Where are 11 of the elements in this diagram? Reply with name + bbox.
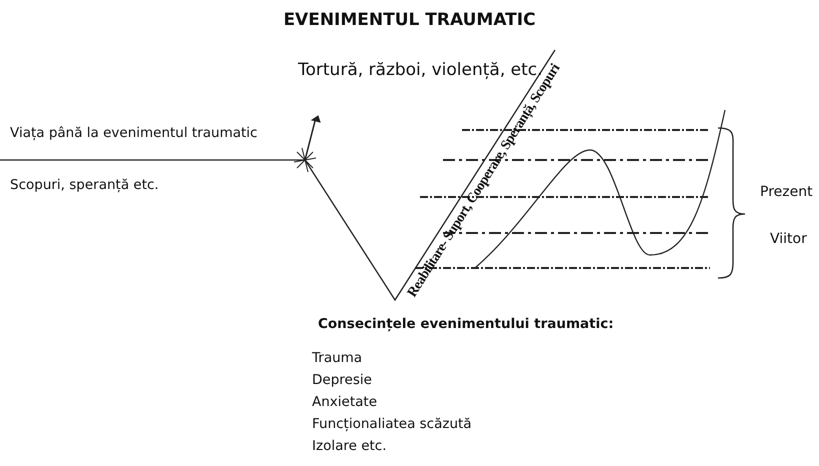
list-item: Depresie [312,372,372,388]
list-item: Anxietate [312,394,378,410]
diagram-title: EVENIMENTUL TRAUMATIC [282,10,537,30]
list-item: Funcționaliatea scăzută [312,416,472,432]
brace-label: Prezent [760,184,813,200]
line-label: Scopuri, speranță etc. [10,177,159,193]
list-item: Izolare etc. [312,438,387,454]
section-heading: Consecințele evenimentului traumatic: [318,316,614,332]
line-label: Viața până la evenimentul traumatic [10,125,258,141]
list-item: Trauma [312,350,362,366]
brace-label: Viitor [770,231,807,247]
